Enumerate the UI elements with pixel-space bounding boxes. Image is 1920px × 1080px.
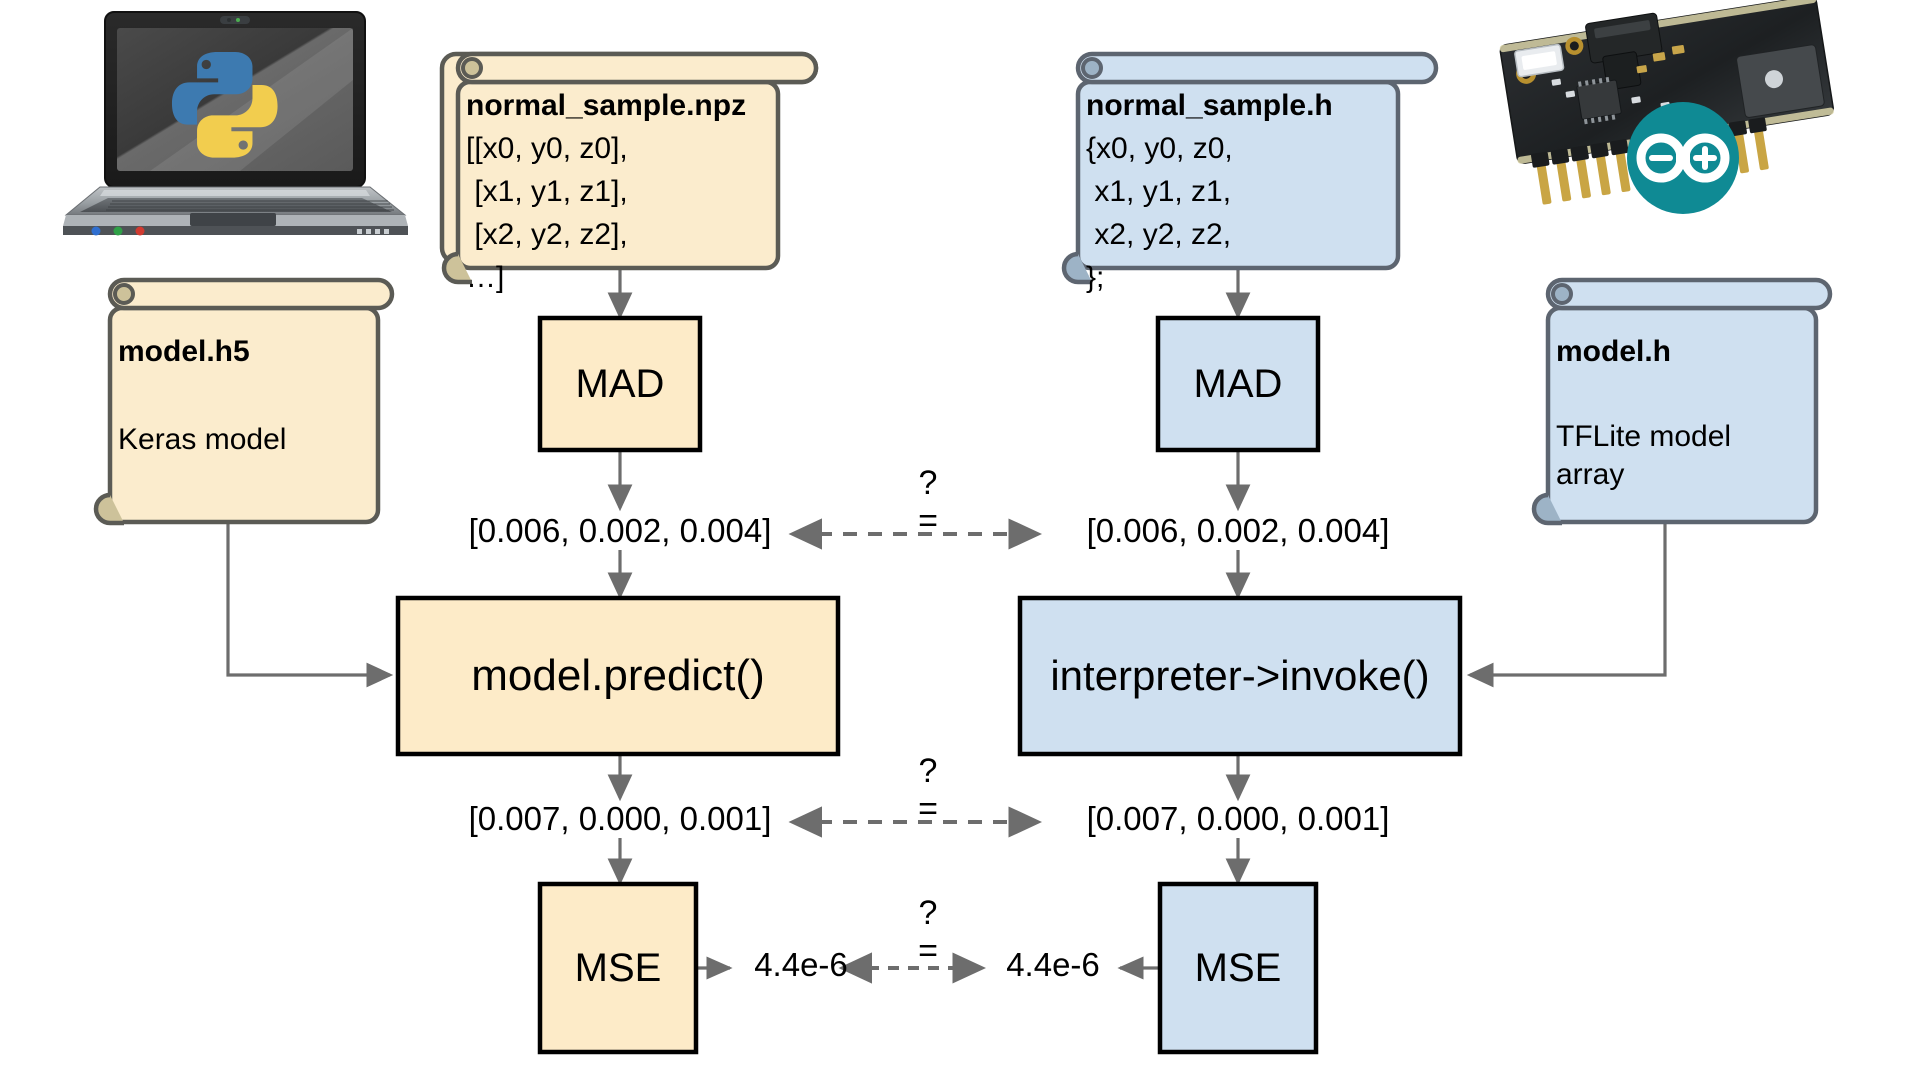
value-mad-left: [0.006, 0.002, 0.004] <box>468 512 772 549</box>
note-npz-line-2: [x1, y1, z1], <box>466 175 628 208</box>
note-modelh-line-1 <box>1556 374 1806 418</box>
comparison-connectors <box>788 518 1042 838</box>
note-model-h5 <box>93 277 395 526</box>
note-normal-sample-npz <box>439 51 819 285</box>
box-model-predict <box>395 595 841 757</box>
note-h-title: normal_sample.h <box>1086 89 1333 122</box>
note-modelh-line-2: TFLite model <box>1556 420 1732 453</box>
note-npz-line-3: [x2, y2, z2], <box>466 218 628 251</box>
note-modelh5-line-2: Keras model <box>118 423 287 456</box>
value-pred-left: [0.007, 0.000, 0.001] <box>468 800 772 837</box>
box-mad-left <box>537 315 703 453</box>
comparator-mad-question: ? <box>918 464 938 502</box>
note-normal-sample-h <box>1061 51 1439 285</box>
box-interpreter-invoke <box>1017 595 1463 757</box>
comparator-mse-equals: = <box>918 932 938 970</box>
note-h-line-2: x1, y1, z1, <box>1086 175 1232 208</box>
note-npz-line-1: [[x0, y0, z0], <box>466 132 628 165</box>
box-mse-left <box>537 881 699 1055</box>
comparator-mse-question: ? <box>918 894 938 932</box>
note-h-line-1: {x0, y0, z0, <box>1086 132 1233 165</box>
note-model-h <box>1531 277 1833 526</box>
comparator-pred-question: ? <box>918 752 938 790</box>
note-modelh5-title: model.h5 <box>118 335 250 368</box>
note-modelh5-line-1 <box>118 374 368 418</box>
box-label-mad-right: MAD <box>1193 361 1283 406</box>
box-mad-right <box>1155 315 1321 453</box>
box-label-mse-left: MSE <box>574 945 662 990</box>
value-pred-right: [0.007, 0.000, 0.001] <box>1086 800 1390 837</box>
box-label-interpreter-invoke: interpreter->invoke() <box>1050 652 1430 699</box>
note-npz-line-4: …] <box>466 261 505 294</box>
value-mad-right: [0.006, 0.002, 0.004] <box>1086 512 1390 549</box>
arduino-nano-board-image <box>1499 0 1834 214</box>
box-label-model-predict: model.predict() <box>471 651 765 700</box>
note-h-line-4: }; <box>1086 261 1105 294</box>
value-mse-left: 4.4e-6 <box>754 946 848 983</box>
connector-layer <box>226 268 1667 980</box>
note-npz-title: normal_sample.npz <box>466 89 747 122</box>
comparator-pred-equals: = <box>918 790 938 828</box>
comparator-mad-equals: = <box>918 502 938 540</box>
note-modelh-line-3: array <box>1556 458 1625 491</box>
value-mse-right: 4.4e-6 <box>1006 946 1100 983</box>
box-label-mse-right: MSE <box>1194 945 1282 990</box>
note-modelh-title: model.h <box>1556 335 1672 368</box>
arduino-infinity-logo <box>1627 102 1739 214</box>
box-mse-right <box>1157 881 1319 1055</box>
note-h-line-3: x2, y2, z2, <box>1086 218 1232 251</box>
laptop-with-python-logo-image <box>63 11 408 236</box>
edge-modelh-to-invoke <box>1466 523 1667 688</box>
box-label-mad-left: MAD <box>575 361 665 406</box>
edge-modelh5-to-predict <box>226 523 394 688</box>
